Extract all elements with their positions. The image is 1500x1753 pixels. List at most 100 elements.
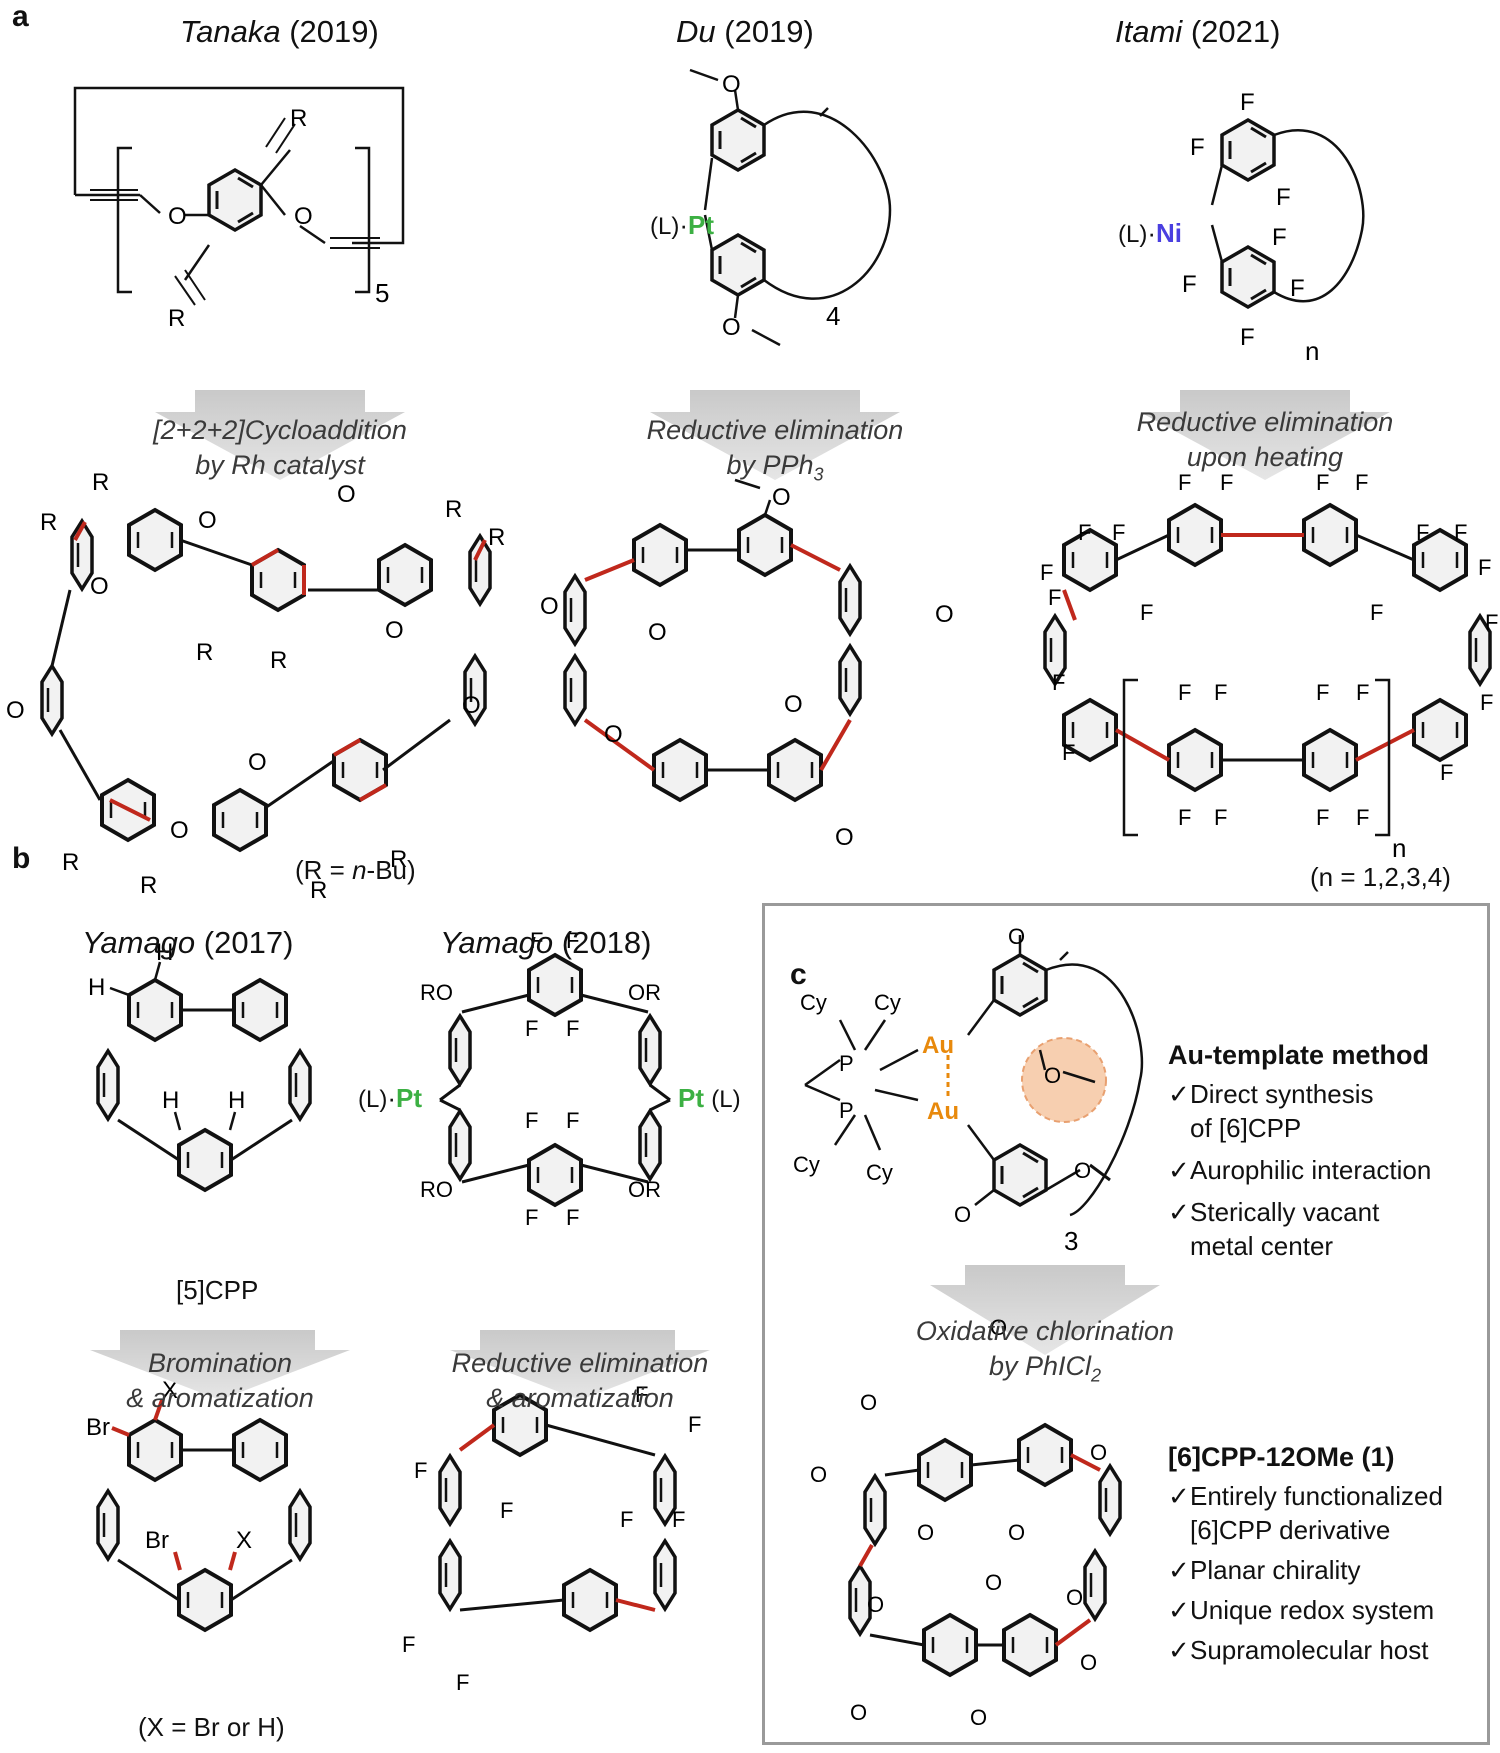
product-feature-3: ✓Unique redox system [1168,1595,1435,1625]
itami-step-line2: upon heating [1186,442,1344,472]
yamago2018-metal-left: (L)·Pt [358,1083,423,1113]
svg-text:F: F [525,1016,538,1041]
au-top: Au [922,1032,954,1059]
svg-text:F: F [566,1016,579,1041]
svg-text:F: F [1356,805,1369,830]
tanaka-precursor: O O R R 5 [73,86,405,332]
svg-text:O: O [1008,924,1025,949]
product-title: [6]CPP-12OMe (1) [1168,1442,1395,1472]
svg-text:F: F [1480,690,1493,715]
svg-text:O: O [1090,1440,1107,1465]
svg-text:F: F [1355,470,1368,495]
product-feature-2: ✓Planar chirality [1168,1555,1361,1585]
yamago2018-step: Reductive elimination & aromatization [415,1346,745,1416]
du-step-line1: Reductive elimination [646,415,904,445]
yamago2018-arrow [450,1330,710,1400]
svg-text:R: R [445,496,462,523]
svg-text:X: X [162,1377,178,1404]
yamago2018-ligand-right: (L) [711,1086,741,1113]
svg-text:F: F [1214,805,1227,830]
itami-note: (n = 1,2,3,4) [1310,862,1451,892]
svg-text:O: O [170,817,189,844]
yamago2018-year: (2018) [561,925,652,960]
svg-text:F: F [1214,680,1227,705]
svg-text:F: F [1190,134,1205,161]
panel-a-label: a [12,0,29,33]
product-feature-1: ✓Entirely functionalized [1168,1481,1443,1511]
svg-text:F: F [1272,224,1287,251]
itami-product: F F F F F F F F F F F F F F F F F F F F … [1040,470,1498,863]
tanaka-step-line2: by Rh catalyst [195,450,365,480]
au-bottom: Au [927,1098,959,1125]
product-block: [6]CPP-12OMe (1) ✓Entirely functionalize… [1168,1442,1443,1667]
svg-text:F: F [1178,805,1191,830]
itami-step: Reductive elimination upon heating [1110,405,1420,475]
svg-text:F: F [414,1458,427,1483]
svg-text:F: F [1182,271,1197,298]
product-feature-4: ✓Supramolecular host [1168,1635,1429,1665]
p-atom-1: P [839,1051,854,1076]
yamago2017-note: (X = Br or H) [138,1712,285,1742]
au-subscript: 3 [1064,1226,1078,1256]
svg-text:RO: RO [420,980,453,1005]
svg-text:F: F [1416,520,1429,545]
yamago2018-step-line2: & aromatization [486,1383,674,1413]
cy-label-2: Cy [874,990,901,1015]
method-feature-1b: of [6]CPP [1190,1113,1302,1143]
au-step-line2: by PhICl2 [988,1351,1102,1386]
itami-metal-label: (L)·Ni [1118,218,1183,248]
yamago2018-product: F F F F F F F F [402,1382,701,1695]
svg-text:O: O [784,691,803,718]
tanaka-product: O O O O O O O O R R R R R R R R R R [6,469,505,904]
svg-text:O: O [462,692,481,719]
itami-product-subscript: n [1392,833,1406,863]
svg-text:F: F [1240,324,1255,351]
svg-text:O: O [722,314,741,341]
product-feature-1b: [6]CPP derivative [1190,1515,1391,1545]
svg-text:R: R [92,469,109,496]
svg-text:O: O [294,203,313,230]
panel-b-label: b [12,842,31,875]
svg-text:F: F [1048,585,1061,610]
svg-text:F: F [620,1507,633,1532]
svg-text:O: O [648,619,667,646]
svg-text:F: F [1062,740,1075,765]
svg-text:O: O [985,1570,1002,1595]
svg-text:R: R [290,105,307,132]
svg-text:R: R [196,639,213,666]
au-step: Oxidative chlorination by PhICl2 [895,1314,1195,1393]
itami-year: (2021) [1190,14,1281,49]
yamago2017-step-line1: Bromination [147,1348,293,1378]
svg-text:O: O [850,1700,867,1725]
itami-step-line1: Reductive elimination [1136,407,1394,437]
cpp-12ome-product: O O O O O O O O O O O O [810,1315,1122,1730]
svg-text:RO: RO [420,1177,453,1202]
panel-c-box [762,903,1490,1745]
svg-text:OR: OR [628,1177,661,1202]
itami-ni: Ni [1156,218,1183,248]
svg-text:R: R [270,647,287,674]
svg-text:H: H [156,939,173,966]
method-feature-1: ✓Direct synthesis [1168,1079,1374,1109]
itami-precursor: F F F F F F F n [1182,89,1365,366]
svg-text:O: O [935,601,954,628]
svg-text:H: H [88,974,105,1001]
tanaka-step-line1: [2+2+2]Cycloaddition [153,415,407,445]
svg-text:O: O [954,1202,971,1227]
svg-text:Br: Br [145,1527,169,1554]
yamago2017-author: Yamago [82,925,196,960]
svg-text:F: F [566,1108,579,1133]
itami-title: Itami (2021) [1115,14,1280,50]
svg-text:F: F [402,1632,415,1657]
p-atom-2: P [839,1098,854,1123]
yamago2017-cpp: H H H H [88,939,312,1192]
svg-text:OR: OR [628,980,661,1005]
method-feature-3b: metal center [1190,1231,1334,1261]
svg-text:F: F [1040,560,1053,585]
du-title: Du (2019) [676,14,814,50]
svg-text:F: F [1440,760,1453,785]
svg-text:O: O [1066,1585,1083,1610]
yamago2018-title: Yamago (2018) [440,925,651,961]
svg-text:O: O [604,721,623,748]
svg-text:F: F [1178,680,1191,705]
